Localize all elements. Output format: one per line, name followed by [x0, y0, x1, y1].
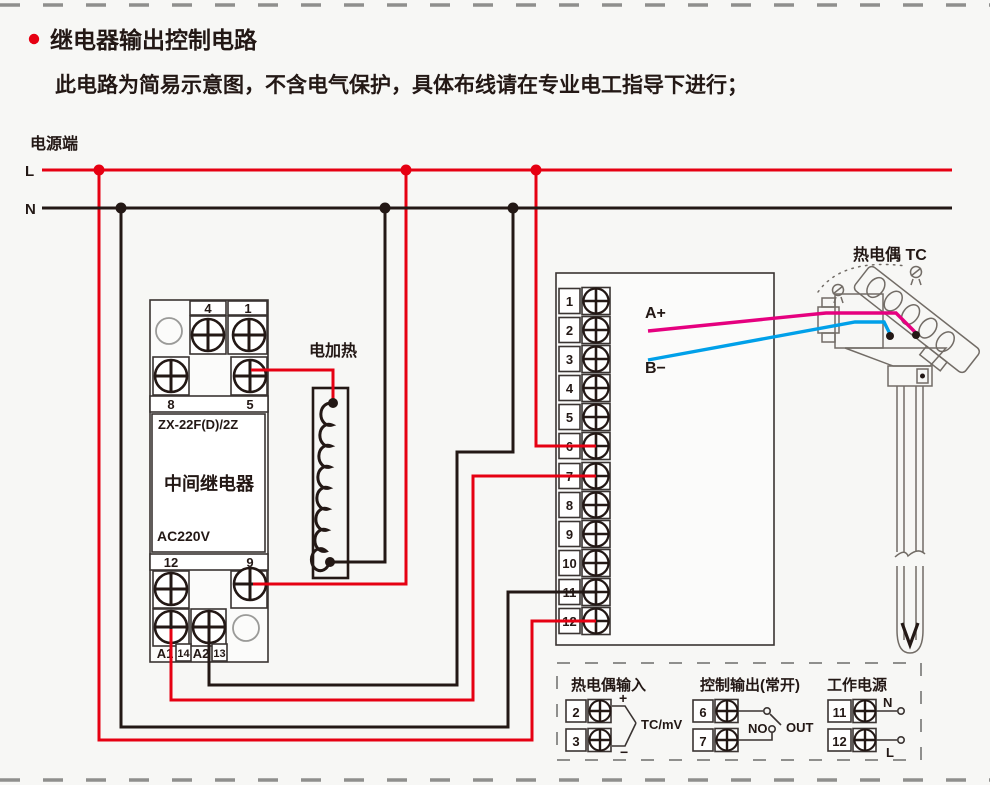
- screw-terminal-icon: [588, 699, 612, 723]
- n-to-terminal11-wire: [119, 208, 596, 729]
- page-title: 继电器输出控制电路: [50, 27, 258, 53]
- terminal-number: 3: [566, 352, 573, 367]
- legend-terminal-11: 11: [833, 705, 847, 720]
- relay-terminal-5: 5: [246, 397, 253, 412]
- tc-minus-sign: −: [620, 744, 628, 760]
- no-contact-label: NO: [748, 721, 768, 736]
- terminal-number: 1: [566, 294, 573, 309]
- screw-terminal-icon: [232, 358, 268, 394]
- terminal-number: 10: [562, 556, 576, 571]
- terminal-number: 2: [566, 323, 573, 338]
- relay-coil-a1-label: A1: [157, 646, 174, 661]
- junction-dots: [93, 164, 920, 567]
- legend-terminal-3: 3: [572, 734, 579, 749]
- screw-terminal-icon: [153, 358, 189, 394]
- legend-control-title: 控制输出(常开): [700, 676, 800, 694]
- screw-terminal-icon: [190, 317, 226, 353]
- legend-tc-input-title: 热电偶输入: [571, 676, 646, 694]
- terminal-number: 8: [566, 498, 573, 513]
- relay-name: 中间继电器: [164, 473, 255, 494]
- screw-terminal-icon: [582, 374, 610, 402]
- heater-label: 电加热: [309, 341, 357, 360]
- relay5-to-heater-wire: [251, 368, 335, 401]
- n-to-a2-wire: [207, 208, 515, 687]
- relay-terminal-12: 12: [164, 555, 178, 570]
- a1-to-terminal7-wire: [169, 474, 596, 702]
- terminal-number: 5: [566, 410, 573, 425]
- relay-coil-a2-label: A2: [193, 646, 210, 661]
- relay-terminal-1: 1: [244, 301, 251, 316]
- relay-terminal-13-label: 13: [213, 648, 225, 660]
- screw-terminal-icon: [153, 571, 189, 607]
- tc-b-minus-wire: [647, 320, 892, 362]
- tc-a-plus-wire: [647, 311, 918, 335]
- relay-terminal-4: 4: [204, 301, 212, 316]
- legend-working-power: 工作电源 11 12 N L: [827, 676, 905, 760]
- legend-dashed-border: [556, 662, 922, 761]
- screw-terminal-icon: [582, 287, 610, 315]
- neutral-wires: [42, 206, 952, 729]
- legend-terminal-2: 2: [572, 705, 579, 720]
- legend-terminal-7: 7: [699, 734, 706, 749]
- wire-b-minus-label: B−: [645, 360, 666, 377]
- relay-mount-hole: [155, 317, 183, 345]
- page-subtitle: 此电路为简易示意图，不含电气保护，具体布线请在专业电工指导下进行；: [55, 73, 748, 97]
- terminal-number: 4: [566, 381, 574, 396]
- wire-a-plus-label: A+: [645, 305, 666, 322]
- electric-heater: 电加热: [309, 341, 357, 580]
- tc-unit-label: TC/mV: [641, 717, 683, 732]
- intermediate-relay-block: 4 1 8 5 ZX-22F(D)/2Z 中间继电器 AC220V 12 9 A…: [149, 299, 269, 663]
- terminal-legend: 热电偶输入 2 3 + − TC/mV 控制输出(常开) 6 7: [556, 662, 922, 761]
- power-n-label: N: [883, 695, 892, 710]
- thermocouple-sensor: 热电偶 TC: [817, 245, 980, 654]
- screw-terminal-icon: [582, 549, 610, 577]
- line-l-label: L: [25, 163, 34, 180]
- legend-terminal-12: 12: [832, 734, 846, 749]
- thermocouple-cap: [853, 265, 980, 374]
- screw-terminal-icon: [582, 491, 610, 519]
- tc-plus-sign: +: [619, 690, 627, 706]
- relay-voltage: AC220V: [157, 528, 211, 544]
- power-l-label: L: [886, 745, 894, 760]
- heater-coil-symbol: [309, 401, 337, 573]
- screw-terminal-icon: [582, 403, 610, 431]
- screw-terminal-icon: [582, 345, 610, 373]
- cap-swing-arc: [817, 263, 907, 293]
- l-to-terminal6-wire: [534, 170, 596, 448]
- relay-terminal-14-label: 14: [177, 648, 190, 660]
- relay-terminal-9: 9: [246, 555, 253, 570]
- relay-terminal-8: 8: [167, 397, 174, 412]
- live-wires: [42, 168, 952, 742]
- l-to-relay9-wire: [253, 170, 408, 586]
- power-terminal-label: 电源端: [30, 134, 78, 153]
- cap-screw-icon: [909, 265, 923, 286]
- screw-terminal-icon: [715, 699, 739, 723]
- screw-terminal-icon: [715, 728, 739, 752]
- thermocouple-probe: [894, 386, 926, 654]
- relay-model: ZX-22F(D)/2Z: [158, 417, 238, 432]
- relay-mount-hole: [232, 614, 260, 642]
- probe-tip-arrow-icon: [900, 622, 920, 650]
- relay-contact-symbol: [738, 706, 782, 741]
- screw-terminal-icon: [582, 520, 610, 548]
- l-to-terminal12-wire: [97, 170, 596, 742]
- screw-terminal-icon: [582, 316, 610, 344]
- bullet-icon: [28, 33, 40, 45]
- legend-control-output: 控制输出(常开) 6 7 NO OUT: [692, 676, 814, 753]
- terminal-strip: 1 2 3 4 5 6 7 8 9 10 11 12: [558, 286, 611, 636]
- screw-terminal-icon: [853, 728, 877, 752]
- thermocouple-label: 热电偶 TC: [853, 245, 927, 264]
- n-to-heater-wire: [330, 208, 387, 564]
- legend-terminal-6: 6: [699, 705, 706, 720]
- legend-power-title: 工作电源: [827, 676, 887, 694]
- screw-terminal-icon: [231, 317, 267, 353]
- screw-terminal-icon: [853, 699, 877, 723]
- legend-tc-input: 热电偶输入 2 3 + − TC/mV: [565, 676, 683, 760]
- screw-terminal-icon: [588, 728, 612, 752]
- out-label: OUT: [786, 720, 814, 735]
- temperature-controller: 1 2 3 4 5 6 7 8 9 10 11 12 A+ B−: [555, 272, 775, 646]
- line-n-label: N: [25, 201, 36, 218]
- terminal-number: 9: [566, 527, 573, 542]
